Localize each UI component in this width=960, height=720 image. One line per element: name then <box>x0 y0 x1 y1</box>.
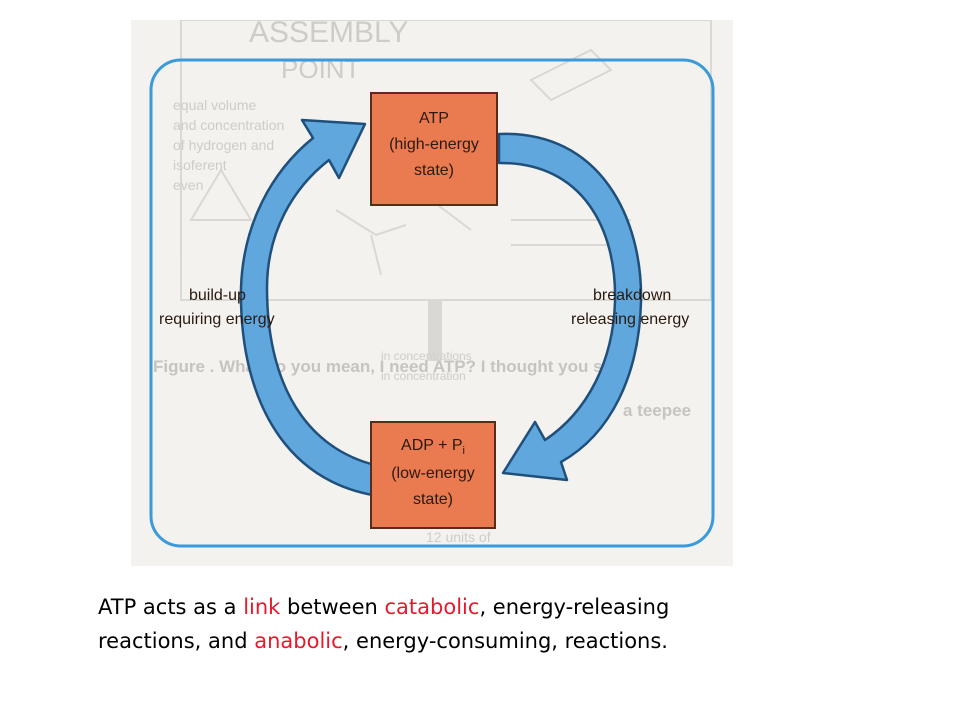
build-up-label-line-2: requiring energy <box>159 311 275 328</box>
breakdown-arrow <box>497 132 643 482</box>
faint-sketch <box>335 199 631 276</box>
faint-side-text: in concentrations <box>381 349 472 363</box>
caption-line-2: reactions, and anabolic, energy-consumin… <box>98 629 668 653</box>
atp-cycle-figure: ASSEMBLY POINT equal volume and concentr… <box>131 20 733 566</box>
faint-block <box>428 299 442 361</box>
phosphate-subscript: i <box>463 445 465 457</box>
highlight-catabolic: catabolic <box>384 595 480 619</box>
faint-units-text: 12 units of <box>426 529 491 545</box>
caption-line-1: ATP acts as a link between catabolic, en… <box>98 595 670 619</box>
breakdown-label-line-2: releasing energy <box>571 311 689 328</box>
faint-line-1: equal volume <box>173 97 256 113</box>
faint-line-2: and concentration <box>173 117 284 133</box>
build-up-arrow <box>239 118 409 500</box>
atp-box-line-1: ATP <box>419 110 449 127</box>
breakdown-label-line-1: breakdown <box>593 287 671 304</box>
faint-line-3: of hydrogen and <box>173 137 274 153</box>
build-up-label-line-1: build-up <box>189 287 246 304</box>
atp-box-line-2: (high-energy <box>389 136 479 153</box>
faint-figure-caption-2: a teepee <box>623 401 691 420</box>
faint-figure-caption: Figure . What do you mean, I need ATP? I… <box>153 357 627 376</box>
caption: ATP acts as a link between catabolic, en… <box>98 590 918 658</box>
faint-line-5: even <box>173 177 203 193</box>
adp-box-line-3: state) <box>413 491 453 508</box>
adp-box <box>370 421 496 529</box>
atp-box <box>370 92 498 206</box>
faint-side-text-2: in concentration <box>381 369 466 383</box>
atp-box-line-3: state) <box>414 162 454 179</box>
faint-heading: ASSEMBLY <box>249 20 409 49</box>
adp-box-line-1: ADP + Pi <box>401 437 465 457</box>
faint-line-4: isoferent <box>173 157 227 173</box>
highlight-anabolic: anabolic <box>254 629 343 653</box>
faint-frame <box>180 20 712 301</box>
diagram-frame <box>149 58 715 548</box>
adp-box-line-2: (low-energy <box>391 465 475 482</box>
highlight-link: link <box>243 595 281 619</box>
